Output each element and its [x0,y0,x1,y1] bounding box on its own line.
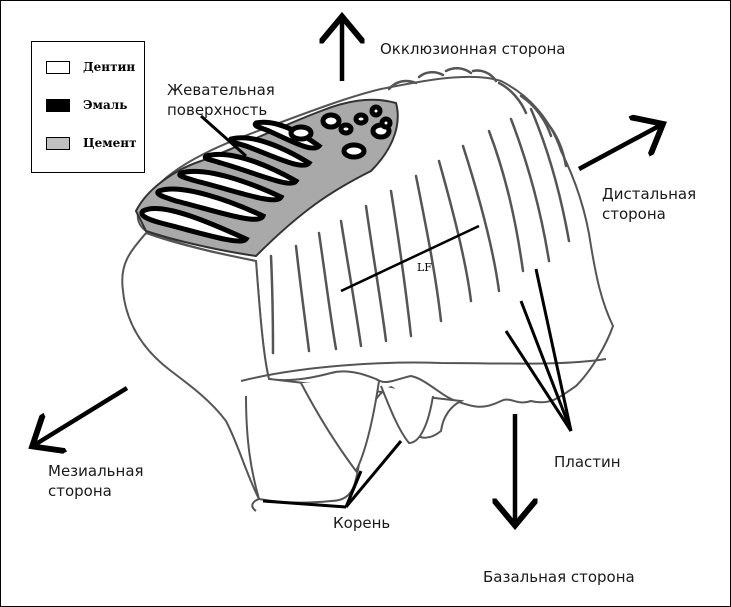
legend-label-dentin: Дентин [83,60,135,74]
distal-side-label: Дистальная сторона [602,184,696,224]
legend-item-enamel: Эмаль [46,96,127,114]
mesial-side-label: Мезиальная сторона [48,461,144,501]
mesial-arrow [36,388,127,444]
legend-label-cement: Цемент [83,136,137,150]
root-label: Корень [333,513,390,533]
occlusal-side-label: Окклюзионная сторона [380,39,566,59]
dentin-swatch [46,61,70,74]
legend: Дентин Эмаль Цемент [31,41,145,173]
basal-side-label: Базальная сторона [483,567,635,587]
legend-item-cement: Цемент [46,134,137,152]
distal-arrow [579,126,659,169]
lf-label: LF [417,261,432,274]
chewing-surface-label: Жевательная поверхность [167,80,275,120]
enamel-swatch [46,99,70,112]
cement-swatch [46,137,70,150]
plates-label: Пластин [554,452,621,472]
legend-label-enamel: Эмаль [83,98,127,112]
legend-item-dentin: Дентин [46,58,135,76]
